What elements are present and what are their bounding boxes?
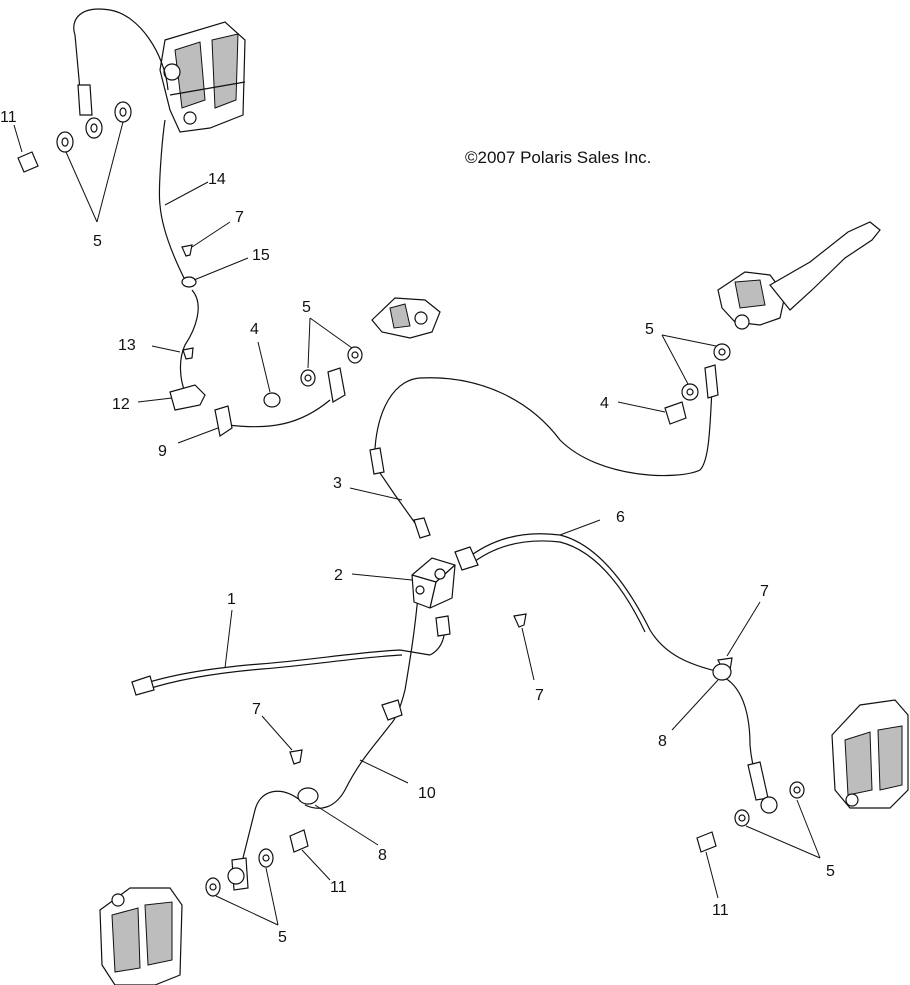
master-cylinder (717, 221, 881, 330)
caliper-top-left (159, 21, 246, 133)
callout-9: 9 (158, 443, 167, 460)
callout-7: 7 (252, 701, 261, 718)
callout-2: 2 (334, 567, 343, 584)
callout-labels: 11 5 14 7 15 13 12 9 4 5 5 4 3 6 2 1 7 7… (0, 109, 835, 946)
callout-7: 7 (535, 687, 544, 704)
hardware (17, 101, 805, 897)
callout-11: 11 (712, 902, 729, 919)
callout-10: 10 (418, 785, 436, 802)
hose-14 (73, 8, 169, 91)
callout-3: 3 (333, 475, 342, 492)
line-1 (139, 649, 431, 686)
callout-4: 4 (600, 395, 609, 412)
callout-14: 14 (208, 171, 226, 188)
caliper-bottom-right (831, 699, 909, 809)
line-10 (304, 724, 391, 809)
callout-5: 5 (826, 863, 835, 880)
caliper-bracket-upper (371, 297, 441, 339)
callout-15: 15 (252, 247, 270, 264)
caliper-bottom-left (99, 887, 183, 985)
callout-11: 11 (330, 879, 347, 896)
callout-5: 5 (93, 233, 102, 250)
callout-7: 7 (235, 209, 244, 226)
callout-8: 8 (378, 847, 387, 864)
callout-8: 8 (658, 733, 667, 750)
callout-12: 12 (112, 396, 130, 413)
distribution-block (411, 557, 456, 609)
hose-6 (464, 533, 721, 673)
callout-5: 5 (278, 929, 287, 946)
callout-4: 4 (250, 321, 259, 338)
callout-5: 5 (302, 299, 311, 316)
leader-lines (13, 121, 821, 926)
callout-6: 6 (616, 509, 625, 526)
hoses (73, 8, 769, 891)
callout-13: 13 (118, 337, 136, 354)
copyright-text: ©2007 Polaris Sales Inc. (465, 148, 651, 167)
callout-1: 1 (227, 591, 236, 608)
callout-11: 11 (0, 109, 17, 126)
callout-7: 7 (760, 583, 769, 600)
callout-5: 5 (645, 321, 654, 338)
hose-3 (374, 377, 713, 477)
